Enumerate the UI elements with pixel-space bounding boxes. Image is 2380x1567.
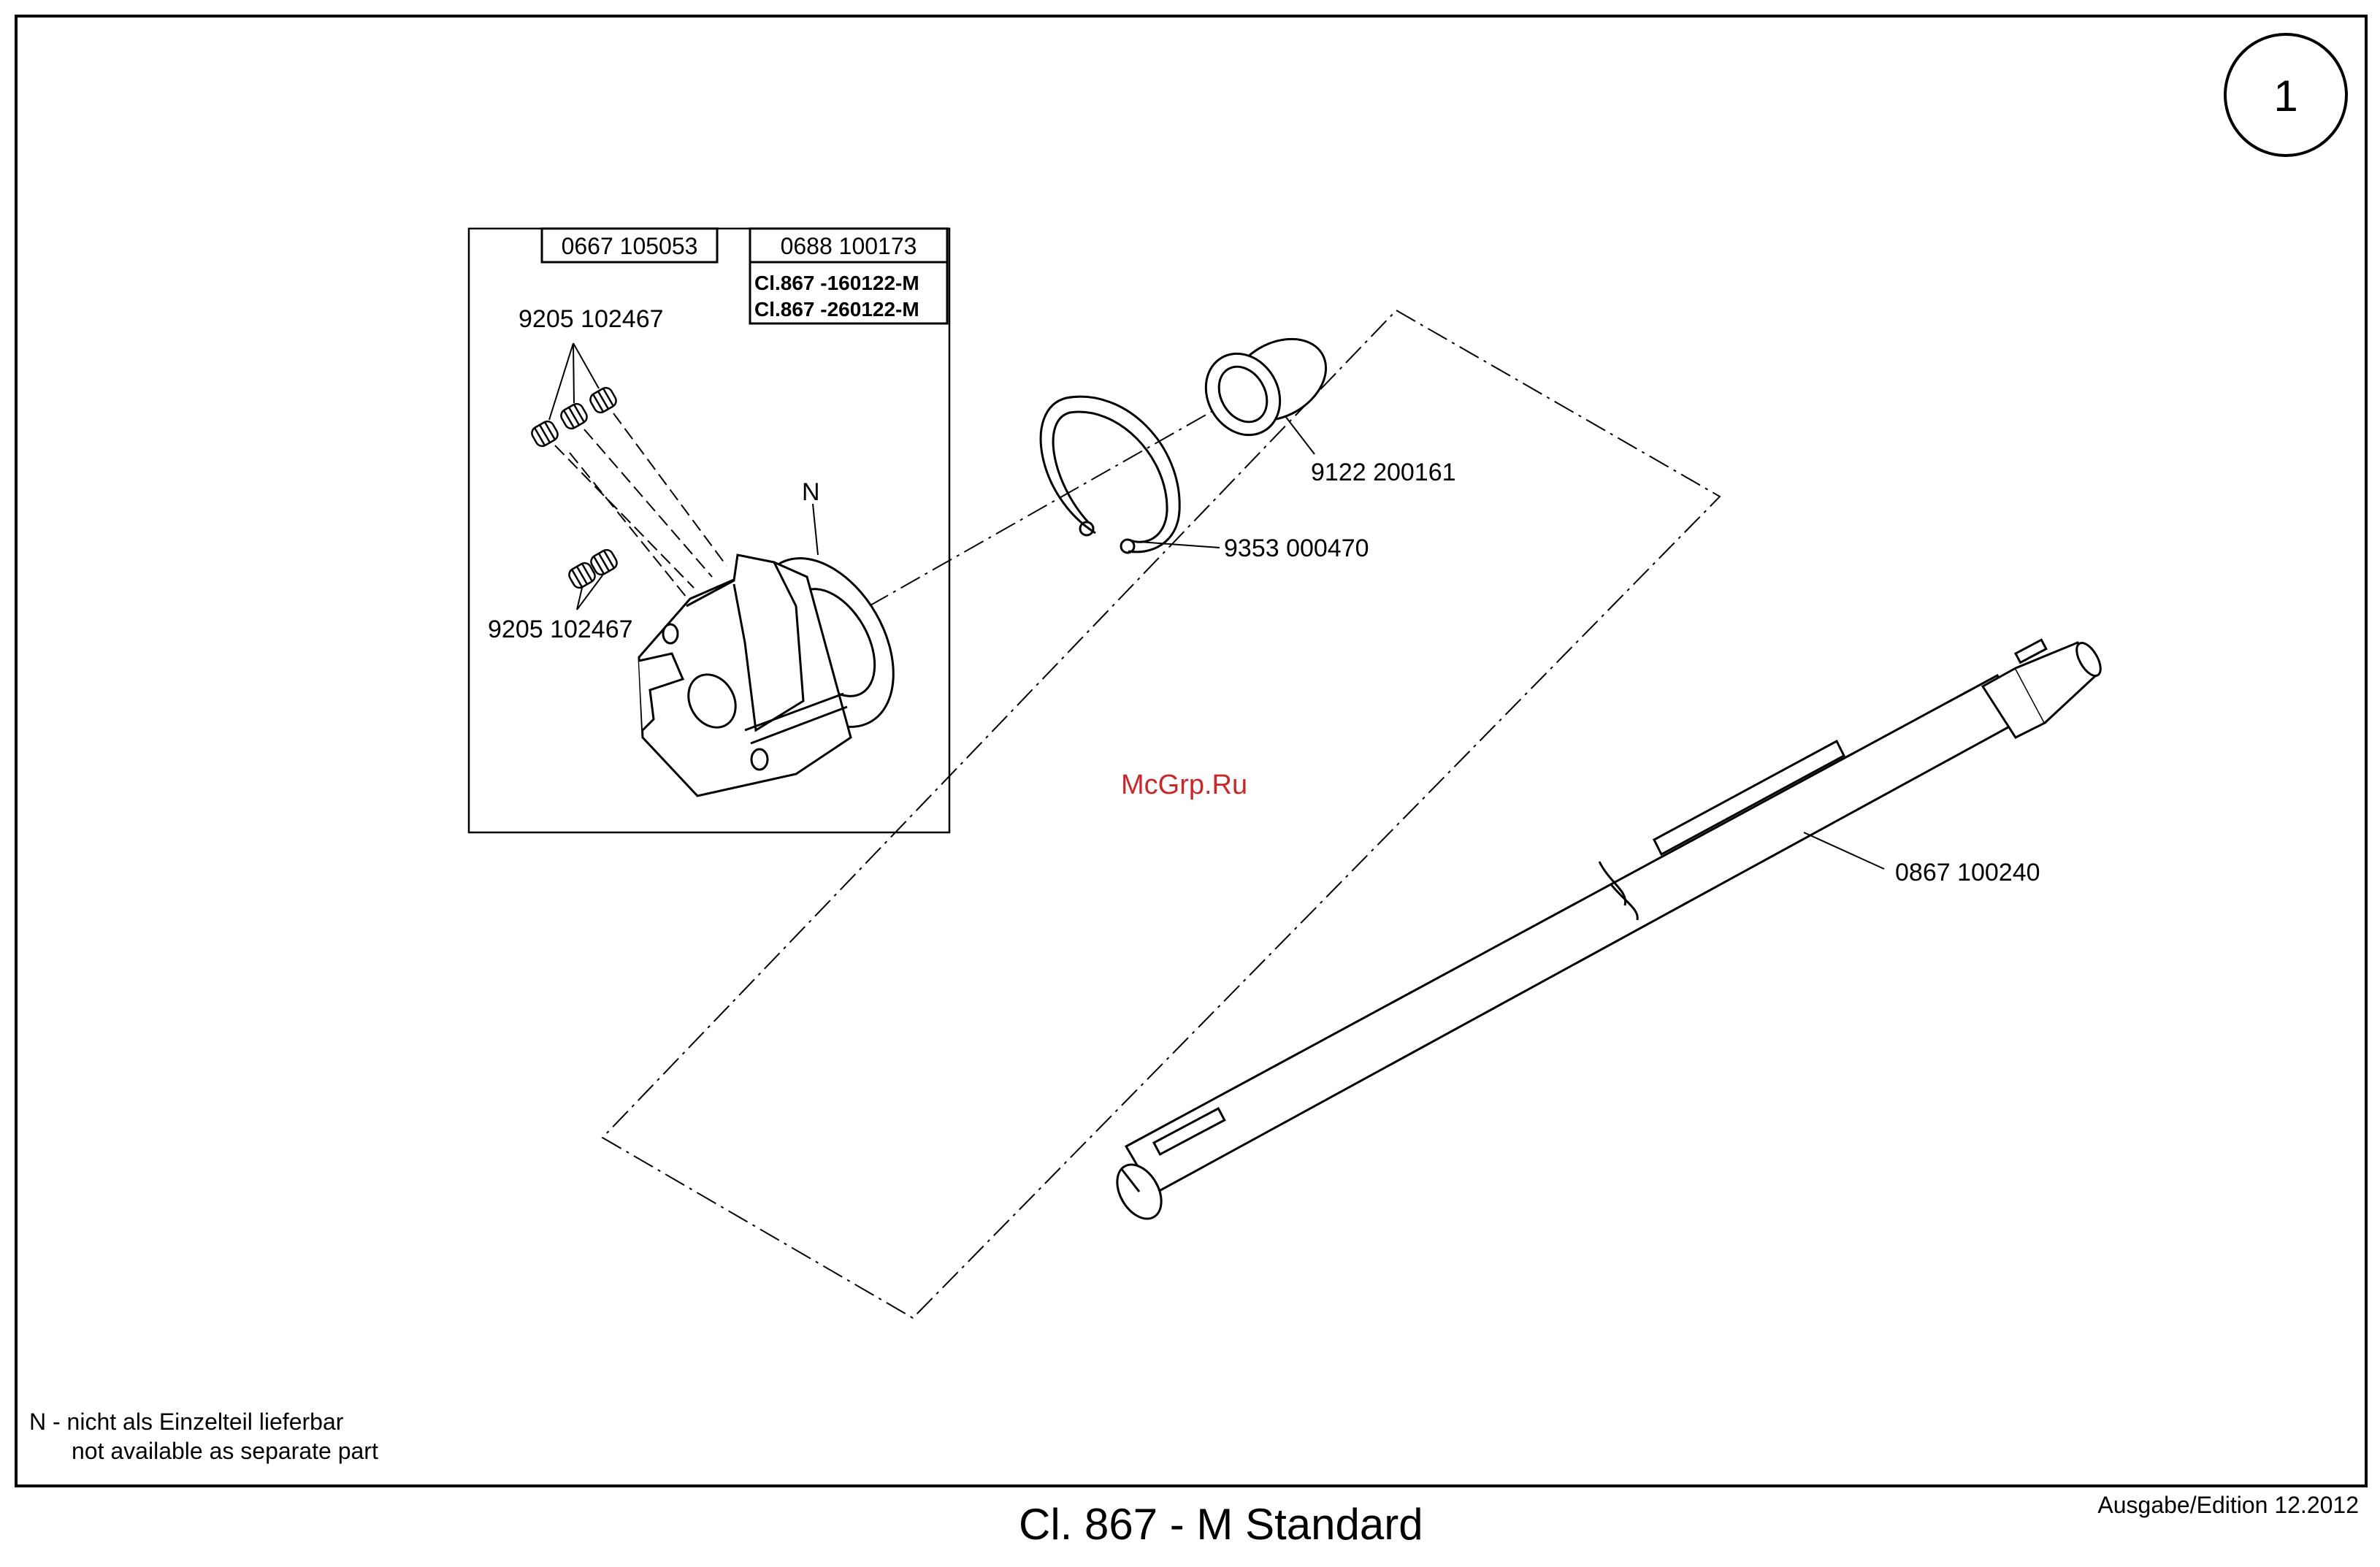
part-box-left-label: 0667 105053	[562, 233, 698, 259]
variant-2: Cl.867 -260122-M	[754, 298, 919, 321]
set-screws-bottom	[567, 548, 619, 590]
legend-line-1: N - nicht als Einzelteil lieferbar	[29, 1409, 344, 1435]
callout-retaining-ring: 9353 000470	[1224, 535, 1369, 562]
callout-bushing: 9122 200161	[1311, 459, 1456, 486]
bushing	[1191, 323, 1340, 449]
footer-title: Cl. 867 - M Standard	[1019, 1500, 1423, 1549]
callout-screw-bottom: 9205 102467	[488, 616, 633, 643]
leader-bushing	[1285, 416, 1315, 454]
leader-ring	[1139, 542, 1220, 548]
watermark: McGrp.Ru	[1121, 770, 1247, 800]
shaft	[1108, 639, 2105, 1226]
callout-shaft: 0867 100240	[1895, 859, 2040, 886]
callout-n-marker: N	[802, 478, 820, 506]
legend-line-2: not available as separate part	[72, 1438, 378, 1464]
part-box-right-label: 0688 100173	[781, 233, 917, 259]
page-frame	[16, 16, 2366, 1486]
footer-edition: Ausgabe/Edition 12.2012	[2097, 1492, 2359, 1518]
callout-screw-top: 9205 102467	[519, 305, 664, 333]
page-number: 1	[2273, 72, 2297, 120]
variant-1: Cl.867 -160122-M	[754, 272, 919, 294]
clutch-hub	[639, 535, 922, 796]
page-number-badge: 1	[2225, 34, 2346, 156]
retaining-ring	[1041, 396, 1179, 553]
leader-n	[813, 504, 818, 555]
leader-shaft	[1804, 832, 1884, 869]
